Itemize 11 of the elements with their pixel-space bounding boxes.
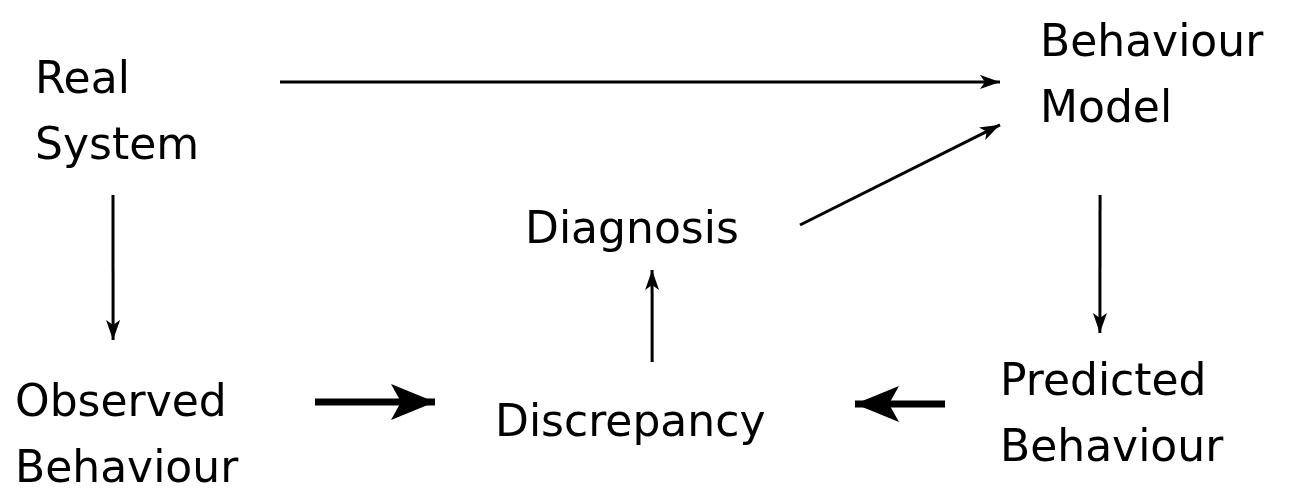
node-label: Observed Behaviour xyxy=(15,374,240,489)
node-label: Discrepancy xyxy=(495,394,766,448)
node-label: Real System xyxy=(35,51,201,171)
arrow xyxy=(799,123,1001,227)
arrow xyxy=(1092,195,1107,333)
arrow xyxy=(645,270,660,362)
node-label: Behaviour Model xyxy=(1040,14,1265,134)
node-label: Diagnosis xyxy=(525,201,739,255)
arrow xyxy=(106,195,121,340)
node-label: Predicted Behaviour xyxy=(1000,353,1225,473)
arrow xyxy=(280,74,1000,89)
